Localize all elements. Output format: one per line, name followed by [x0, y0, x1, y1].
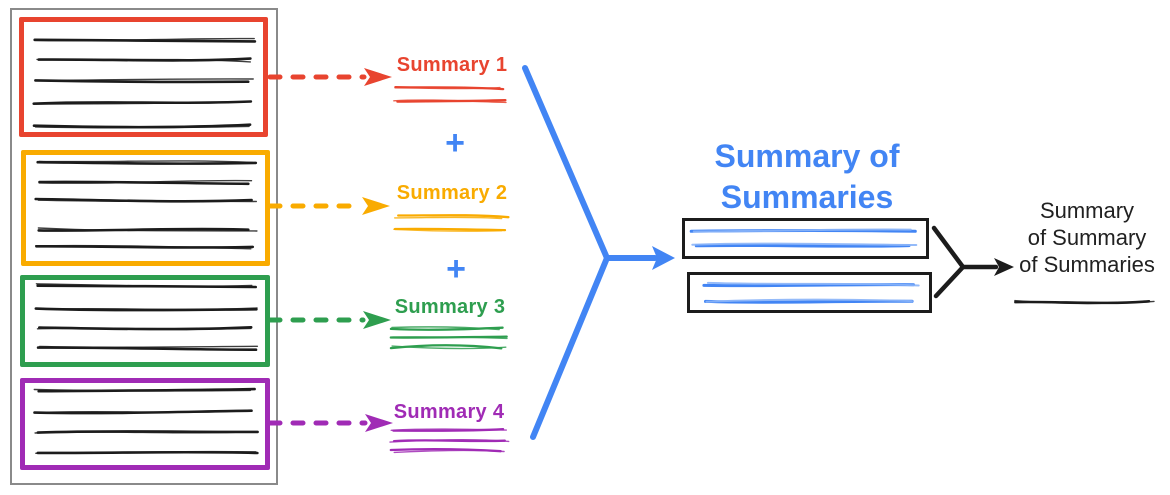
- orange-dashed-arrow: [267, 197, 390, 215]
- document-4-box: [20, 378, 270, 470]
- scribble-stroke: [692, 228, 912, 233]
- purple-dashed-arrow: [267, 414, 393, 432]
- summary-of-summaries-box-2-scribble: [702, 281, 920, 304]
- scribble-stroke: [34, 431, 254, 434]
- final-summary-scribble: [1014, 299, 1155, 305]
- final-summary-line2: of Summary: [1027, 225, 1147, 250]
- summary-of-summaries-box-1-scribble: [689, 228, 918, 248]
- scribble-stroke: [39, 307, 258, 311]
- scribble-stroke: [392, 336, 508, 340]
- summary-of-summaries-title: Summary of Summaries: [712, 136, 902, 218]
- scribble-stroke: [397, 214, 510, 219]
- scribble-stroke: [691, 242, 918, 246]
- scribble-stroke: [36, 327, 252, 330]
- black-merge-arrow: [931, 225, 1014, 299]
- scribble-stroke: [393, 227, 507, 232]
- scribble-stroke: [36, 58, 251, 63]
- scribble-stroke: [694, 243, 911, 248]
- summary-1-scribble: [393, 85, 507, 104]
- blue-merge-arrow: [522, 65, 675, 440]
- summary-2-label: Summary 2: [396, 182, 508, 204]
- final-summary-title: Summary of Summary of Summaries: [1008, 197, 1166, 278]
- document-2-text-scribbles: [34, 160, 258, 250]
- scribble-stroke: [36, 409, 250, 414]
- document-3-text-scribbles: [34, 283, 259, 351]
- red-dashed-arrow: [267, 68, 392, 86]
- summary-4-label: Summary 4: [393, 401, 505, 423]
- document-2-box: [21, 150, 270, 266]
- source-documents-panel: [10, 8, 278, 485]
- scribble-stroke: [37, 199, 257, 203]
- scribble-stroke: [393, 99, 507, 104]
- scribble-stroke: [393, 449, 505, 454]
- scribble-stroke: [705, 298, 913, 303]
- summary-3-scribble: [389, 326, 508, 350]
- scribble-stroke: [38, 160, 253, 164]
- scribble-stroke: [35, 450, 257, 454]
- document-4-text-scribbles: [33, 387, 259, 455]
- scribble-stroke: [37, 227, 258, 232]
- plus-sign-1: +: [445, 124, 465, 162]
- scribble-stroke: [391, 345, 507, 350]
- scribble-stroke: [37, 227, 250, 232]
- summary-4-scribble: [389, 428, 510, 454]
- summary-of-summaries-title-line1: Summary of: [714, 138, 900, 174]
- summary-of-summaries-box-1: [682, 218, 929, 259]
- summary-2-scribble: [393, 214, 510, 232]
- document-3-box: [20, 275, 270, 367]
- scribble-stroke: [706, 281, 920, 287]
- scribble-stroke: [38, 78, 254, 82]
- scribble-stroke: [394, 216, 503, 220]
- summary-3-label: Summary 3: [394, 296, 506, 318]
- scribble-stroke: [391, 326, 500, 331]
- summary-of-summaries-title-line2: Summaries: [720, 179, 894, 215]
- scribble-stroke: [38, 179, 253, 184]
- scribble-stroke: [36, 160, 258, 165]
- green-dashed-arrow: [267, 311, 391, 329]
- scribble-stroke: [390, 428, 507, 431]
- scribble-stroke: [35, 244, 255, 249]
- scribble-stroke: [35, 100, 251, 105]
- scribble-stroke: [394, 86, 501, 90]
- scribble-stroke: [33, 388, 252, 392]
- scribble-stroke: [34, 125, 250, 129]
- scribble-stroke: [36, 346, 258, 351]
- scribble-stroke: [33, 37, 255, 42]
- plus-sign-2: +: [446, 250, 466, 288]
- scribble-stroke: [393, 228, 503, 232]
- scribble-stroke: [35, 283, 253, 288]
- summary-of-summaries-box-2: [687, 272, 932, 313]
- document-1-box: [19, 17, 268, 137]
- scribble-stroke: [1014, 299, 1155, 305]
- scribble-stroke: [35, 244, 252, 250]
- scribble-stroke: [389, 439, 510, 443]
- final-summary-line3: of Summaries: [1019, 252, 1155, 277]
- document-1-text-scribbles: [32, 37, 257, 129]
- final-summary-line1: Summary: [1039, 198, 1135, 223]
- summary-1-label: Summary 1: [396, 54, 508, 76]
- scribble-stroke: [39, 345, 259, 349]
